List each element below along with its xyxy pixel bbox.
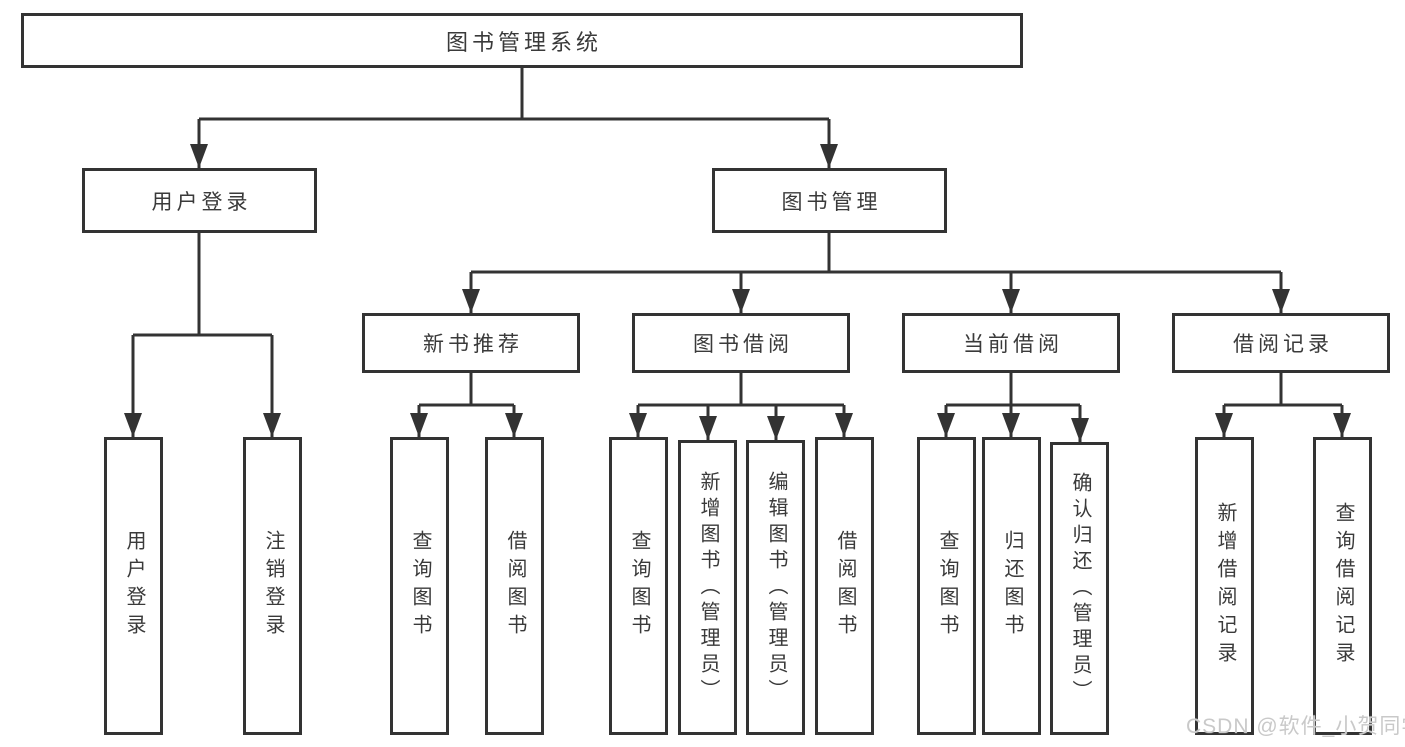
node-confirm-return-admin: 确认归还（管理员） [1050,442,1109,735]
node-new-book-recommendation: 新书推荐 [362,313,580,373]
node-query-books-recommendation: 查询图书 [390,437,449,735]
node-add-borrow-record: 新增借阅记录 [1195,437,1254,735]
node-add-books-admin: 新增图书（管理员） [678,440,737,735]
node-query-books-current: 查询图书 [917,437,976,735]
node-current-borrowing: 当前借阅 [902,313,1120,373]
node-borrow-books: 借阅图书 [815,437,874,735]
connector-lines [131,68,1344,442]
node-query-books-borrowing: 查询图书 [609,437,668,735]
connector-arrowheads [124,144,1351,442]
node-edit-books-admin: 编辑图书（管理员） [746,440,805,735]
node-user-login-group: 用户登录 [82,168,317,233]
node-user-login: 用户登录 [104,437,163,735]
node-book-management: 图书管理 [712,168,947,233]
node-book-borrowing: 图书借阅 [632,313,850,373]
node-return-books: 归还图书 [982,437,1041,735]
node-borrowing-records: 借阅记录 [1172,313,1390,373]
node-library-management-system: 图书管理系统 [21,13,1023,68]
node-borrow-books-recommendation: 借阅图书 [485,437,544,735]
node-query-borrow-record: 查询借阅记录 [1313,437,1372,735]
node-logout: 注销登录 [243,437,302,735]
